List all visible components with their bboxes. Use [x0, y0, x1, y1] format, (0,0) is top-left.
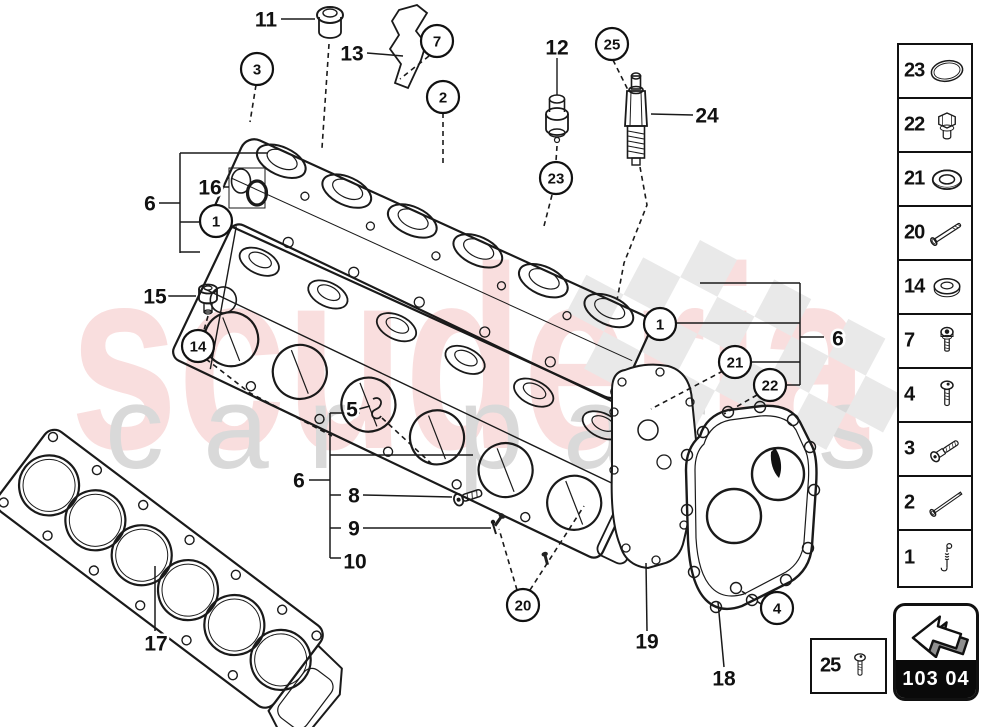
part-number: 21	[904, 167, 925, 190]
long-thin-screw-icon	[923, 482, 971, 524]
part-number: 7	[904, 329, 915, 352]
callout-25[interactable]: 25	[594, 26, 630, 62]
callout-20[interactable]: 20	[505, 587, 541, 623]
callout-4[interactable]: 4	[759, 590, 795, 626]
svg-text:20: 20	[515, 598, 532, 615]
clip-drawing	[371, 397, 382, 420]
pan-screw-icon	[839, 644, 881, 688]
part-number: 25	[820, 654, 841, 677]
hex-bolt-icon	[923, 104, 971, 146]
sidebar-part-14[interactable]: 14	[899, 261, 971, 315]
dashed-leader-lines	[203, 43, 762, 605]
svg-text:22: 22	[762, 378, 779, 395]
svg-text:2: 2	[439, 90, 447, 107]
part-number: 3	[904, 437, 915, 460]
svg-text:14: 14	[190, 339, 207, 356]
svg-text:3: 3	[253, 62, 261, 79]
sidebar-part-4[interactable]: 4	[899, 369, 971, 423]
oil-cap-drawing	[316, 6, 344, 39]
sensor-drawing	[545, 58, 569, 144]
sidebar-part-22[interactable]: 22	[899, 99, 971, 153]
label-11[interactable]: 11	[252, 6, 280, 34]
sidebar-part-21[interactable]: 21	[899, 153, 971, 207]
svg-text:23: 23	[548, 171, 565, 188]
small-screw-a	[493, 513, 506, 527]
callout-14[interactable]: 14	[180, 328, 216, 364]
callout-23[interactable]: 23	[538, 160, 574, 196]
label-5[interactable]: 5	[344, 396, 361, 424]
sidebar-part-1[interactable]: 1	[899, 531, 971, 585]
bolt-8-drawing	[453, 488, 483, 507]
sidebar-part-2[interactable]: 2	[899, 477, 971, 531]
callout-2[interactable]: 2	[425, 79, 461, 115]
leader-lines	[154, 18, 824, 668]
cover-gasket-drawing	[609, 363, 699, 570]
sidebar-part-20[interactable]: 20	[899, 207, 971, 261]
plug-screw-drawing	[198, 283, 218, 315]
callout-1[interactable]: 1	[198, 203, 234, 239]
page-code-box[interactable]: 103 04	[893, 603, 979, 701]
bracket-drawing	[388, 4, 429, 90]
socket-bolt-icon	[923, 320, 971, 362]
part-number: 4	[904, 383, 915, 406]
label-13[interactable]: 13	[338, 40, 366, 68]
seal-ring-icon	[923, 158, 971, 200]
callout-21[interactable]: 21	[717, 344, 753, 380]
label-24[interactable]: 24	[693, 102, 722, 130]
svg-text:1: 1	[212, 214, 220, 231]
pan-screw-icon	[923, 374, 971, 416]
svg-text:7: 7	[433, 34, 441, 51]
svg-text:4: 4	[773, 601, 782, 618]
spark-plug-drawing	[624, 72, 648, 166]
label-9[interactable]: 9	[346, 515, 363, 543]
label-6[interactable]: 6	[142, 190, 159, 218]
callout-3[interactable]: 3	[239, 51, 275, 87]
label-6[interactable]: 6	[291, 467, 308, 495]
label-19[interactable]: 19	[633, 628, 661, 656]
part-number: 2	[904, 491, 915, 514]
part-number: 14	[904, 275, 925, 298]
svg-text:21: 21	[727, 355, 744, 372]
label-16[interactable]: 16	[196, 174, 224, 202]
callout-1[interactable]: 1	[642, 306, 678, 342]
label-10[interactable]: 10	[341, 548, 369, 576]
oring-pair-drawing	[228, 167, 269, 209]
back-arrow-icon	[896, 606, 976, 660]
label-15[interactable]: 15	[141, 283, 170, 311]
callout-22[interactable]: 22	[752, 367, 788, 403]
head-gasket-drawing	[0, 428, 343, 727]
label-8[interactable]: 8	[346, 482, 363, 510]
svg-text:1: 1	[656, 317, 664, 334]
sidebar-part-3[interactable]: 3	[899, 423, 971, 477]
long-screw-icon	[923, 212, 971, 254]
cam-cover-drawing	[213, 138, 652, 399]
sidebar-part-7[interactable]: 7	[899, 315, 971, 369]
svg-text:25: 25	[604, 37, 621, 54]
label-6[interactable]: 6	[830, 325, 847, 353]
stud-icon	[923, 537, 971, 579]
label-18[interactable]: 18	[710, 665, 739, 693]
part-number: 23	[904, 59, 925, 82]
label-12[interactable]: 12	[543, 34, 571, 62]
pin-9-drawing	[490, 519, 497, 535]
callout-7[interactable]: 7	[419, 23, 455, 59]
page-code-label: 103 04	[896, 660, 976, 698]
small-screw-b	[541, 551, 550, 566]
timing-cover-drawing	[680, 400, 821, 614]
part-number: 20	[904, 221, 925, 244]
washer-icon	[923, 266, 971, 308]
legend-box-25[interactable]: 25	[810, 638, 887, 694]
part-number: 22	[904, 113, 925, 136]
oring-icon	[923, 50, 971, 92]
label-17[interactable]: 17	[142, 630, 170, 658]
part-number: 1	[904, 546, 915, 569]
angle-bolt-icon	[923, 428, 971, 470]
sidebar-part-23[interactable]: 23	[899, 45, 971, 99]
